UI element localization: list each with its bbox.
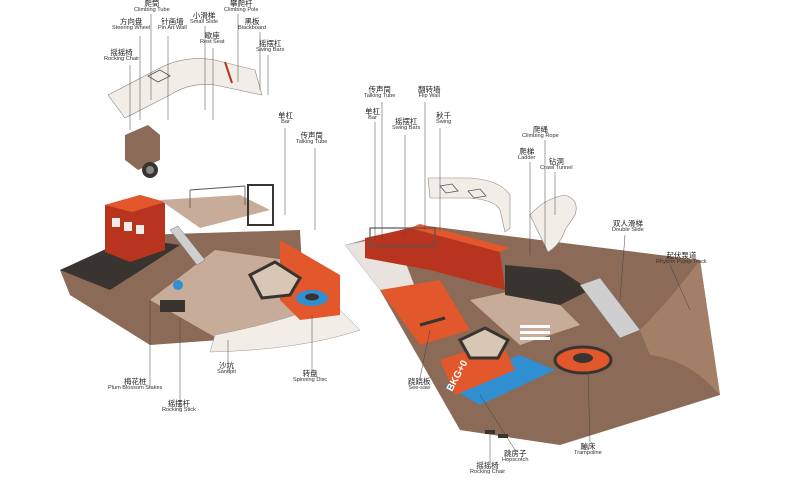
sandpit-shape	[247, 260, 303, 300]
crawl-tunnel-exploded	[529, 194, 577, 253]
left-playground	[60, 58, 361, 353]
exploded-box	[125, 125, 160, 170]
climbing-frame	[247, 184, 274, 226]
planter-shape	[457, 326, 511, 360]
right-main-wall	[365, 228, 505, 290]
left-platform-structure	[105, 195, 165, 262]
right-orange-zone	[380, 280, 470, 345]
swing-frame	[369, 227, 436, 247]
running-strip	[445, 355, 555, 405]
leader-lines	[129, 14, 691, 462]
small-slide-shape	[169, 225, 206, 266]
left-deck	[160, 195, 270, 228]
right-canopy	[427, 177, 511, 233]
left-canopy	[107, 58, 263, 119]
pump-track-edge	[640, 260, 720, 395]
see-saw-shape	[419, 316, 446, 327]
right-tower	[505, 265, 590, 305]
right-playground	[344, 177, 720, 445]
crosswalk	[520, 325, 550, 340]
